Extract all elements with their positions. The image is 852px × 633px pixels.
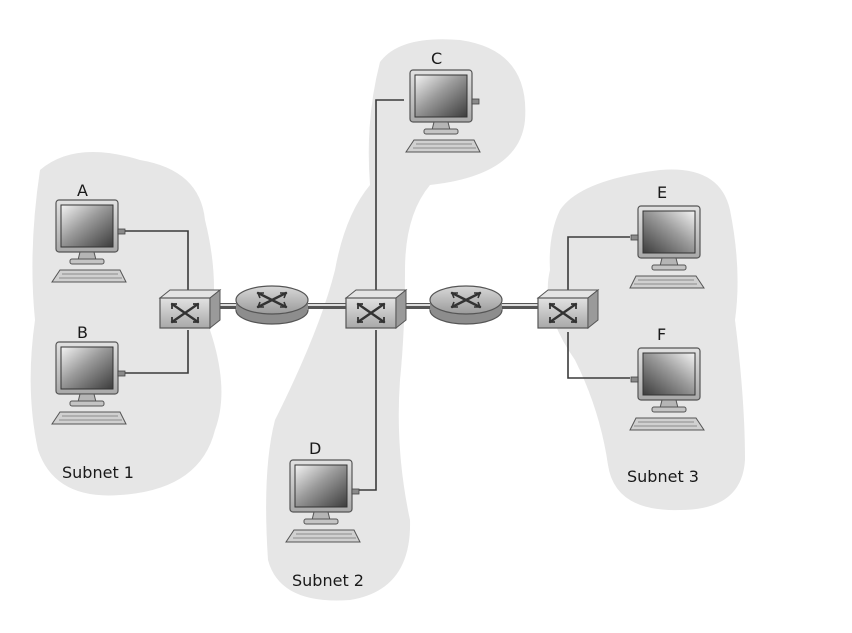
link-b-switch1 <box>123 330 189 374</box>
link-a-switch1 <box>123 230 189 295</box>
link-c-switch2 <box>375 99 404 290</box>
switch-icon <box>344 288 408 330</box>
computer-icon <box>51 341 127 425</box>
router-icon <box>234 284 310 326</box>
computer-icon <box>629 205 705 289</box>
subnet-label-1: Subnet 1 <box>62 463 134 482</box>
computer-icon <box>285 459 361 543</box>
switch-icon <box>536 288 600 330</box>
host-label-b: B <box>77 323 88 342</box>
router-icon <box>428 284 504 326</box>
subnet-label-2: Subnet 2 <box>292 571 364 590</box>
host-label-a: A <box>77 181 88 200</box>
link-f-switch3 <box>567 332 630 379</box>
host-label-f: F <box>657 325 666 344</box>
link-e-switch3 <box>567 236 630 292</box>
computer-icon <box>405 69 481 153</box>
link-d-switch2 <box>352 330 377 491</box>
computer-icon <box>51 199 127 283</box>
host-label-d: D <box>309 439 321 458</box>
computer-icon <box>629 347 705 431</box>
host-label-c: C <box>431 49 442 68</box>
host-label-e: E <box>657 183 667 202</box>
switch-icon <box>158 288 222 330</box>
subnet-label-3: Subnet 3 <box>627 467 699 486</box>
network-links <box>123 99 630 491</box>
